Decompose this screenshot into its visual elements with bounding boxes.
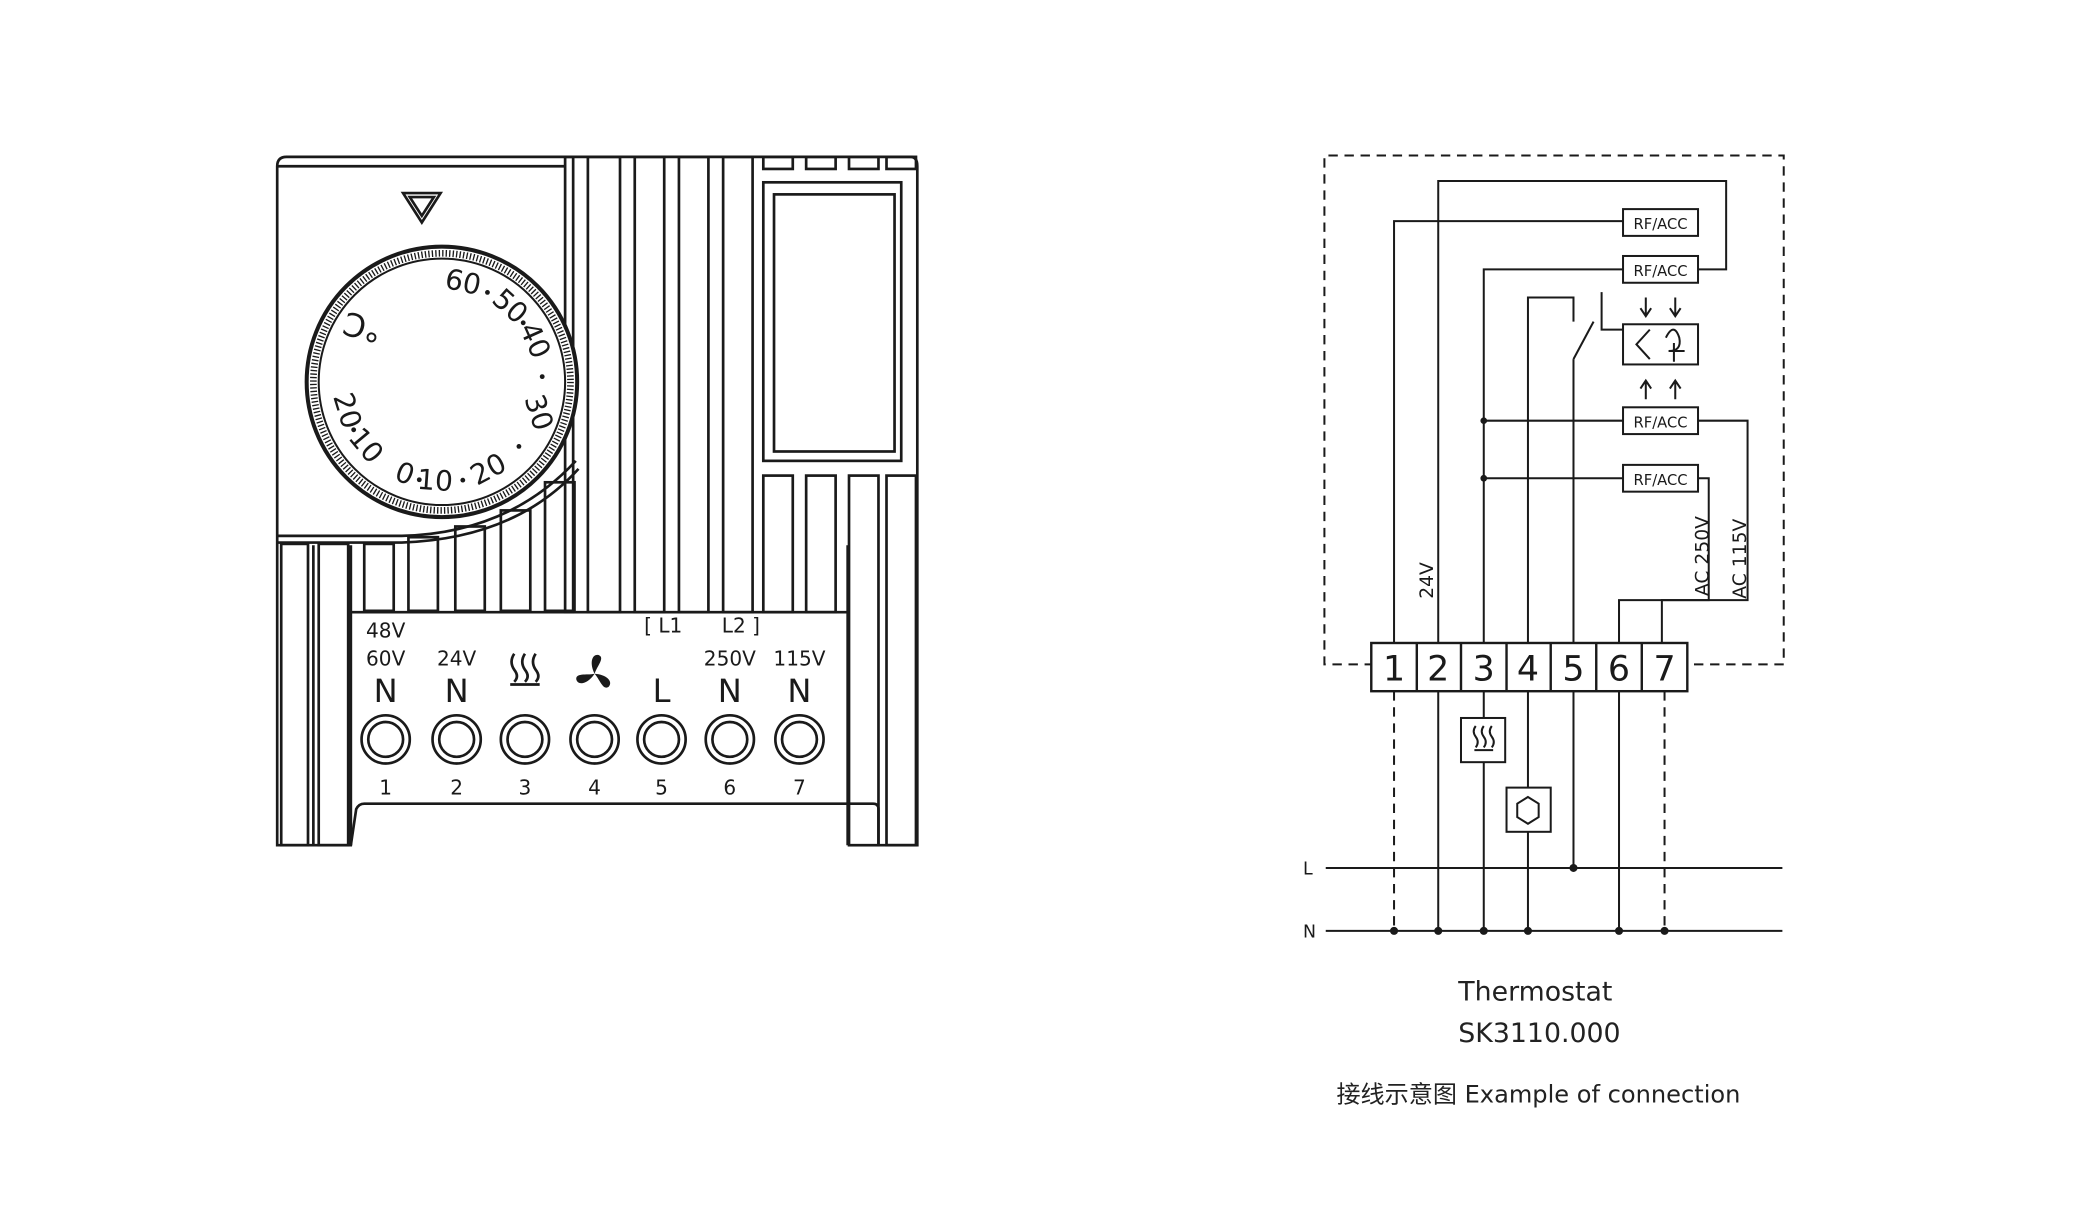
dial-scale-dot [416,477,422,483]
terminal-label: N [374,672,398,710]
terminal-voltage: 250V [704,647,756,671]
label-ac-115v: AC 115V [1730,519,1751,599]
caption-model: SK3110.000 [1458,1018,1620,1049]
terminal-label: N [445,672,469,710]
dial-scale-label: 10 [416,463,454,498]
terminal-number: 5 [655,775,668,799]
label-ac-250v: AC 250V [1693,516,1714,596]
wiring-terminal-number: 5 [1562,649,1584,689]
dial-scale-dot [485,289,490,295]
terminal-label: L [653,672,671,710]
terminal-voltage-top: 48V [366,619,406,643]
dial-scale-label: 60 [442,262,484,302]
rf-acc-box-1: RF/ACC [1634,216,1688,233]
terminal-screw-inner [437,720,476,759]
vent-slots [279,155,918,847]
rf-acc-box-4: RF/ACC [1634,472,1688,489]
dial-scale-dot [539,374,545,380]
terminal-voltage: 115V [773,647,825,671]
setpoint-triangle-icon [400,191,444,225]
terminal-label: N [718,672,742,710]
terminal-screw-inner [506,720,544,759]
terminal-number: 2 [450,775,463,799]
wiring-terminal-number: 3 [1473,649,1495,689]
terminal-number: 3 [519,775,532,799]
line-label-n: N [1303,923,1316,943]
wiring-terminal-number: 1 [1383,649,1405,689]
wiring-terminal-number: 6 [1608,649,1630,689]
fan-icon [576,654,611,688]
rf-acc-box-2: RF/ACC [1634,263,1688,280]
terminal-5: L5 [636,672,687,799]
terminal-screw-inner [780,720,819,759]
rf-acc-box-3: RF/ACC [1634,414,1688,431]
heater-icon [510,652,540,686]
dial-scale-dot [516,443,522,449]
wiring-terminal-number: 7 [1653,649,1675,689]
dial-scale-dot [520,320,526,326]
dial-unit-label: °C [339,304,386,351]
terminal-number: 7 [793,775,806,799]
terminal-number: 4 [588,775,601,799]
label-24v: 24V [1417,562,1438,599]
slot-label-l1: [ L1 [644,613,682,637]
terminal-label: N [787,672,811,710]
terminal-voltage: 60V [366,647,406,671]
terminal-4: 4 [569,654,621,799]
line-label-l: L [1303,860,1313,880]
temperature-dial[interactable] [304,244,580,520]
dial-scale-dot [351,427,357,433]
terminal-screw-inner [711,720,749,759]
dial-scale-dot [460,477,466,483]
terminal-voltage: 24V [437,647,477,671]
caption-product: Thermostat [1457,977,1612,1008]
wiring-terminal-number: 2 [1427,649,1449,689]
terminal-screw-inner [642,720,681,759]
terminal-3: 3 [499,652,551,799]
terminal-number: 6 [723,775,736,799]
terminal-screw-inner [366,720,405,759]
terminal-number: 1 [379,775,392,799]
wiring-terminal-number: 4 [1517,649,1539,689]
wiring-diagram [1323,154,1785,935]
caption-subtitle: 接线示意图 Example of connection [1336,1080,1740,1108]
slot-label-l2: L2 ] [722,613,760,637]
terminal-screw-inner [575,720,614,759]
